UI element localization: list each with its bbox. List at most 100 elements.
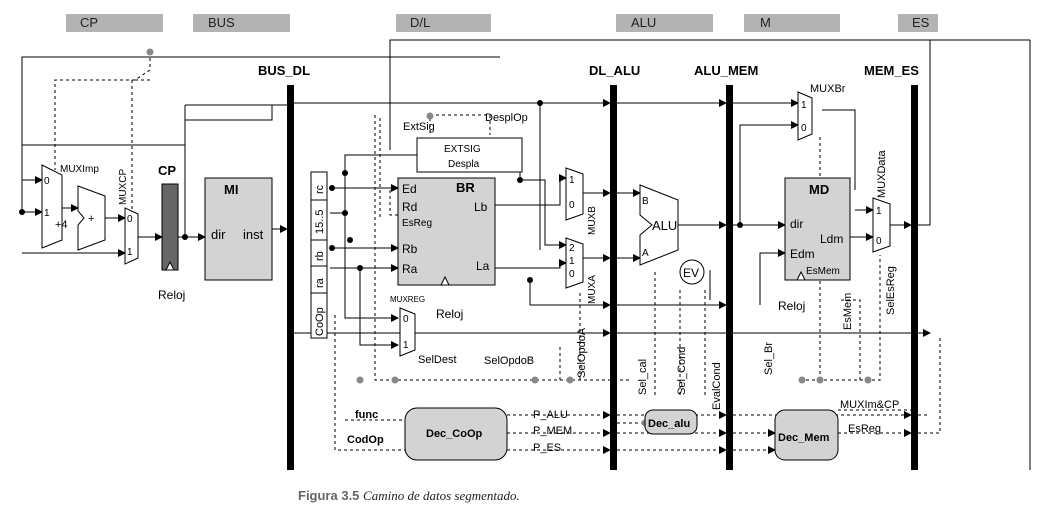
br-label: BR <box>456 180 475 195</box>
selopdoa-signal: SelOpdoA <box>576 327 588 378</box>
dec-coop-decoder <box>404 407 508 461</box>
muxdata-in1: 1 <box>876 206 882 217</box>
br-la: La <box>476 259 490 273</box>
func-signal: func <box>355 409 378 421</box>
wires <box>21 39 1031 470</box>
md-memory <box>784 177 851 281</box>
extsig-despla: Despla <box>448 159 480 170</box>
dec-coop-label: Dec_CoOp <box>426 428 483 440</box>
ev-unit <box>679 259 705 285</box>
reg-label-mem-es: MEM_ES <box>864 63 919 78</box>
mi-label: MI <box>224 182 238 197</box>
reg-label-alu-mem: ALU_MEM <box>694 63 758 78</box>
muxim-cp-signal: MUXIm&CP <box>840 399 899 411</box>
muxb-label: MUXB <box>587 206 598 235</box>
mi-dir: dir <box>211 227 226 242</box>
stage-bar-m <box>744 14 840 32</box>
ev-label: EV <box>683 266 699 280</box>
field-15-5: 15..5 <box>314 210 326 234</box>
muximp-label: MUXImp <box>60 164 99 175</box>
muxbr-in0: 0 <box>801 123 807 134</box>
extsig-signal: ExtSig <box>403 121 435 133</box>
muximp-in0: 0 <box>44 176 50 187</box>
muxa-in1: 1 <box>569 256 575 267</box>
muxcp-in1: 1 <box>127 247 133 258</box>
dec-mem-decoder <box>774 409 839 461</box>
muxcp-in0: 0 <box>127 214 133 225</box>
dec-alu-decoder <box>644 409 698 435</box>
br-lb: Lb <box>474 200 488 214</box>
md-esmem: EsMem <box>806 266 840 277</box>
p-es-signal: P_ES <box>533 442 561 454</box>
br-esreg: EsReg <box>402 218 432 229</box>
muxdata-label: MUXData <box>876 149 888 198</box>
muxa-label: MUXA <box>587 275 598 304</box>
adder-plus4: +4 <box>55 219 68 231</box>
mi-inst: inst <box>243 227 264 242</box>
stage-label-cp: CP <box>80 15 98 30</box>
br-register-bank <box>397 177 496 286</box>
stage-label-bus: BUS <box>208 15 235 30</box>
esreg-signal: EsReg <box>848 423 881 435</box>
alu-input-b: B <box>642 196 649 207</box>
cp-reloj: Reloj <box>158 288 185 302</box>
desplop-signal: DesplOp <box>485 112 528 124</box>
sel-cond-signal: Sel_Cond <box>676 347 688 395</box>
control-taps <box>146 48 872 427</box>
muxreg-in0: 0 <box>403 314 409 325</box>
alu-input-a: A <box>642 248 649 259</box>
muxreg-mux <box>399 307 416 357</box>
stage-bar-es <box>898 14 938 32</box>
evalcond-signal: EvalCond <box>711 362 723 410</box>
field-rc: rc <box>314 184 326 194</box>
br-ra: Ra <box>402 262 418 276</box>
pipeline-registers: BUS_DL DL_ALU ALU_MEM MEM_ES <box>258 63 919 470</box>
stage-label-es: ES <box>912 15 930 30</box>
alu-label: ALU <box>652 218 677 233</box>
muxcp-mux <box>124 207 139 265</box>
br-clock-icon <box>440 275 450 286</box>
codop-signal: CodOp <box>347 434 384 446</box>
muxb-in0: 0 <box>569 200 575 211</box>
cp-clock-icon <box>165 260 175 271</box>
mi-memory <box>204 177 273 281</box>
muxa-in2: 2 <box>569 243 575 254</box>
adder-plus: + <box>88 213 94 225</box>
field-rb: rb <box>314 251 326 261</box>
md-dir: dir <box>790 217 803 231</box>
sel-br-signal: Sel_Br <box>763 342 775 375</box>
reg-bar-mem-es <box>911 85 918 470</box>
muxbr-mux <box>797 91 813 141</box>
caption-text: Camino de datos segmentado. <box>363 488 520 503</box>
md-reloj: Reloj <box>778 299 805 313</box>
caption-number: Figura 3.5 <box>298 488 360 503</box>
muxreg-in1: 1 <box>403 340 409 351</box>
muximp-in1: 1 <box>44 208 50 219</box>
muxa-mux <box>565 237 584 289</box>
reg-label-dl-alu: DL_ALU <box>589 63 640 78</box>
extsig-block <box>416 137 523 173</box>
stage-label-dl: D/L <box>410 15 430 30</box>
md-clock-icon <box>796 270 806 281</box>
junctions <box>19 100 743 283</box>
stage-bar-dl <box>396 14 491 32</box>
reg-bar-dl-alu <box>610 85 617 470</box>
muxreg-label: MUXREG <box>390 295 425 304</box>
muxbr-label: MUXBr <box>810 83 846 95</box>
field-coop: CoOp <box>314 307 326 336</box>
br-rb: Rb <box>402 242 418 256</box>
extsig-label: EXTSIG <box>444 144 481 155</box>
figure-caption: Figura 3.5 Camino de datos segmentado. <box>298 488 520 504</box>
reg-label-bus-dl: BUS_DL <box>258 63 310 78</box>
muxcp-label: MUXCP <box>118 169 129 205</box>
muxdata-in0: 0 <box>876 236 882 247</box>
br-ed: Ed <box>402 182 417 196</box>
stage-label-alu: ALU <box>631 15 656 30</box>
muxb-mux <box>565 167 584 221</box>
stage-headers: CP BUS D/L ALU M ES <box>66 14 938 32</box>
seldest-signal: SelDest <box>418 354 457 366</box>
dec-alu-label: Dec_alu <box>648 418 690 430</box>
cp-register <box>161 183 179 271</box>
p-mem-signal: P_MEM <box>533 425 572 437</box>
